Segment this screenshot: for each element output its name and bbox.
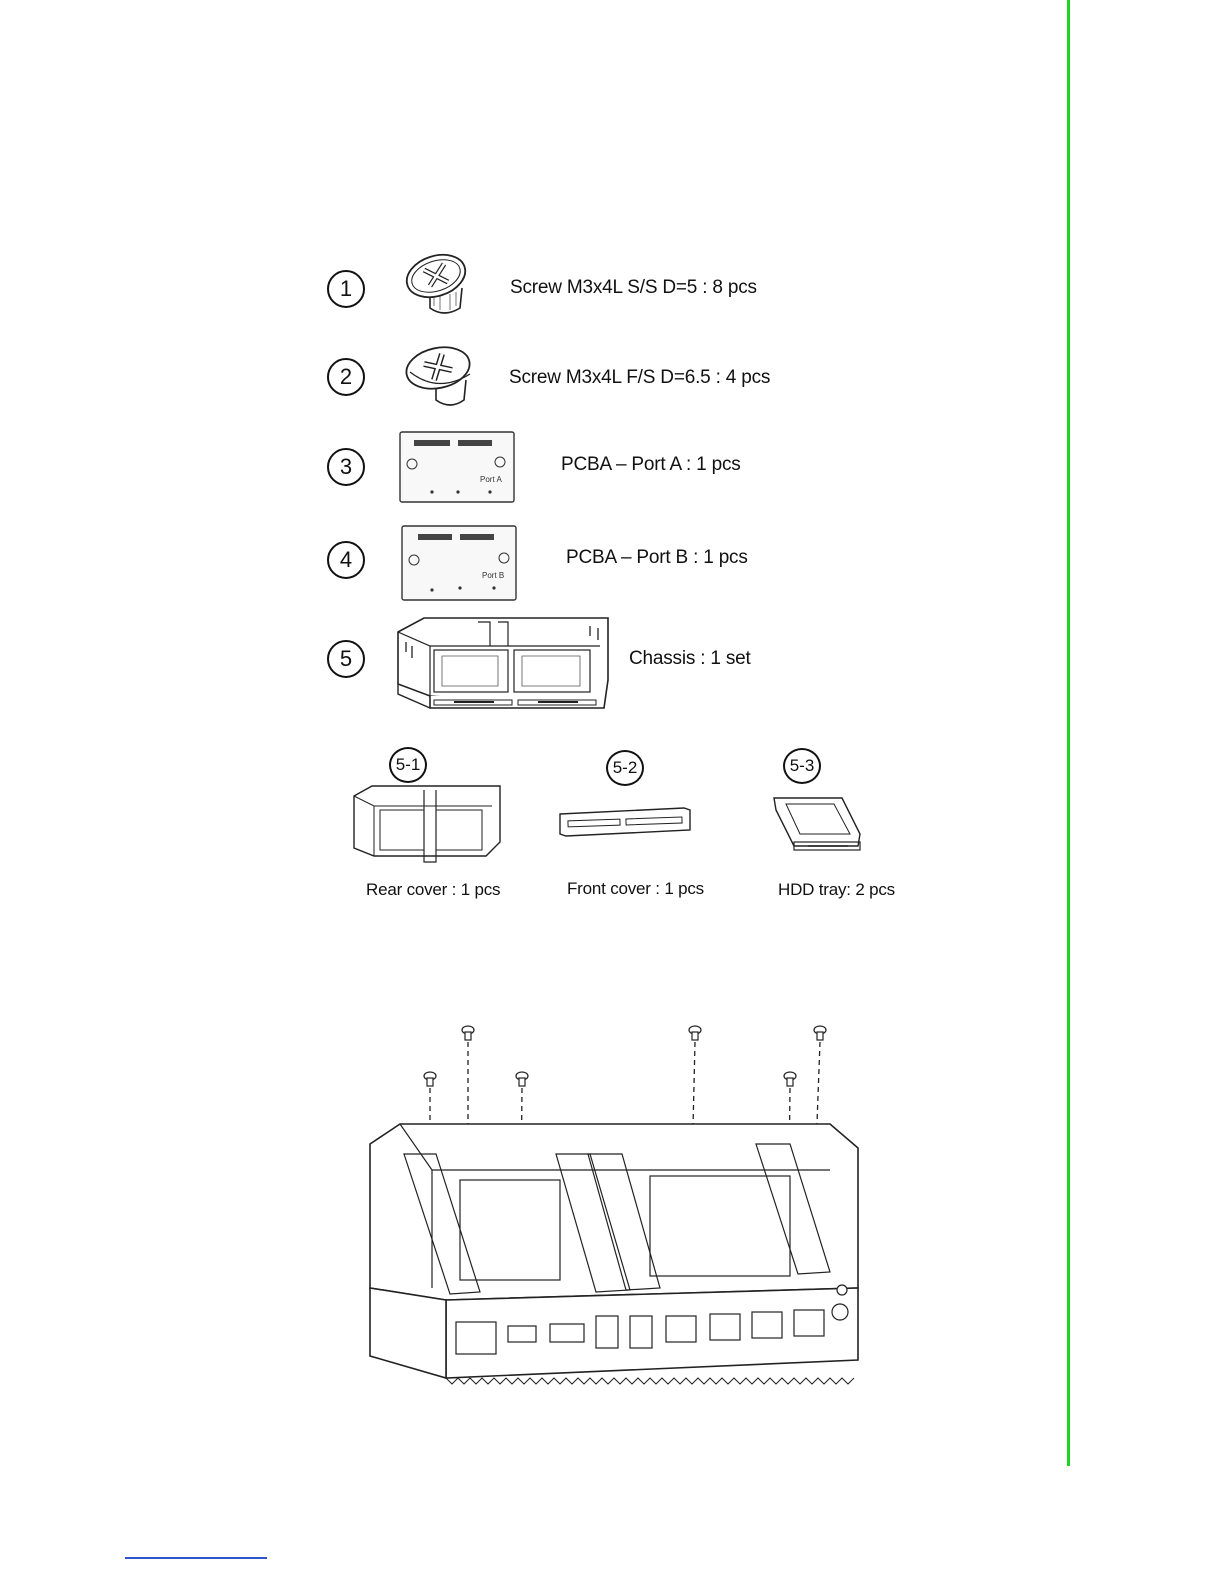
part-number-4: 4: [327, 541, 365, 579]
part-label-5: Chassis : 1 set: [629, 648, 751, 670]
part-number-5: 5: [327, 640, 365, 678]
pcba-board-icon: Port A: [398, 430, 516, 504]
part-number-2: 2: [327, 358, 365, 396]
page-side-rule: [1067, 0, 1070, 1466]
rear-cover-icon: [352, 782, 502, 866]
board-text-port-b: Port B: [482, 571, 504, 580]
footer-rule: [125, 1557, 267, 1559]
sub-part-label-5-2: Front cover : 1 pcs: [567, 879, 704, 899]
part-label-2: Screw M3x4L F/S D=6.5 : 4 pcs: [509, 367, 770, 389]
part-label-1: Screw M3x4L S/S D=5 : 8 pcs: [510, 277, 757, 299]
chassis-icon: [394, 612, 614, 712]
sub-part-label-5-3: HDD tray: 2 pcs: [778, 880, 895, 900]
part-number-1: 1: [327, 270, 365, 308]
front-cover-icon: [558, 806, 692, 840]
chassis-assembly-illustration: [360, 1020, 870, 1390]
flat-head-screw-icon: [400, 248, 480, 320]
sub-part-label-5-1: Rear cover : 1 pcs: [366, 880, 500, 900]
part-label-4: PCBA – Port B : 1 pcs: [566, 547, 748, 569]
board-text-port-a: Port A: [480, 475, 502, 484]
sub-part-number-5-1: 5-1: [389, 747, 427, 783]
hdd-tray-icon: [772, 794, 864, 856]
pcba-board-icon: Port B: [400, 524, 518, 602]
sub-part-number-5-2: 5-2: [606, 750, 644, 786]
part-number-3: 3: [327, 448, 365, 486]
sub-part-number-5-3: 5-3: [783, 748, 821, 784]
screw-icon: [424, 1026, 826, 1086]
part-label-3: PCBA – Port A : 1 pcs: [561, 454, 741, 476]
pan-head-screw-icon: [400, 338, 484, 410]
